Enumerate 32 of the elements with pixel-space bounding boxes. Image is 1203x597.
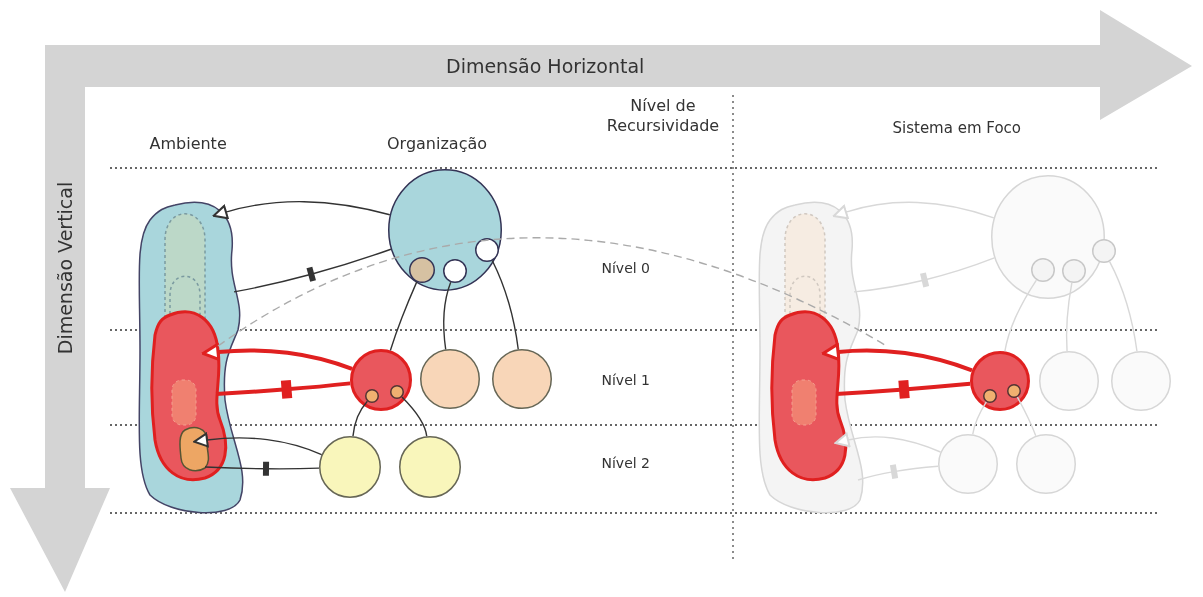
column-heading: Ambiente: [149, 133, 227, 153]
subsystem-circle: [475, 238, 499, 262]
subsystem-circle: [409, 257, 435, 283]
level-label: Nível 1: [601, 372, 650, 388]
subsystem-circle: [1031, 258, 1055, 282]
organization-circle: [1016, 434, 1076, 494]
organization-circle: [1039, 351, 1099, 411]
column-heading: Nível de Recursividade: [605, 96, 721, 136]
subsystem-circle: [1092, 239, 1116, 263]
subsystem-circle: [983, 389, 997, 403]
organization-circle: [388, 169, 502, 291]
organization-circle: [399, 436, 461, 498]
subsystem-circle: [1062, 259, 1086, 283]
level-label: Nível 0: [601, 260, 650, 276]
organization-circle: [420, 349, 480, 409]
column-heading: Organização: [387, 133, 488, 153]
subsystem-circle: [390, 385, 404, 399]
level-label: Nível 2: [601, 455, 650, 471]
organization-circle: [938, 434, 998, 494]
organization-circle: [970, 351, 1030, 411]
environment-blob: [150, 307, 230, 482]
organization-circle: [319, 436, 381, 498]
subsystem-circle: [365, 389, 379, 403]
subsystem-circle: [1007, 384, 1021, 398]
axis-label: Dimensão Horizontal: [446, 55, 645, 77]
environment-blob: [770, 307, 850, 482]
organization-circle: [492, 349, 552, 409]
subsystem-circle: [443, 259, 467, 283]
axis-label: Dimensão Vertical: [54, 181, 77, 355]
organization-circle: [1111, 351, 1171, 411]
column-heading: Sistema em Foco: [892, 119, 1021, 137]
organization-circle: [350, 349, 412, 411]
